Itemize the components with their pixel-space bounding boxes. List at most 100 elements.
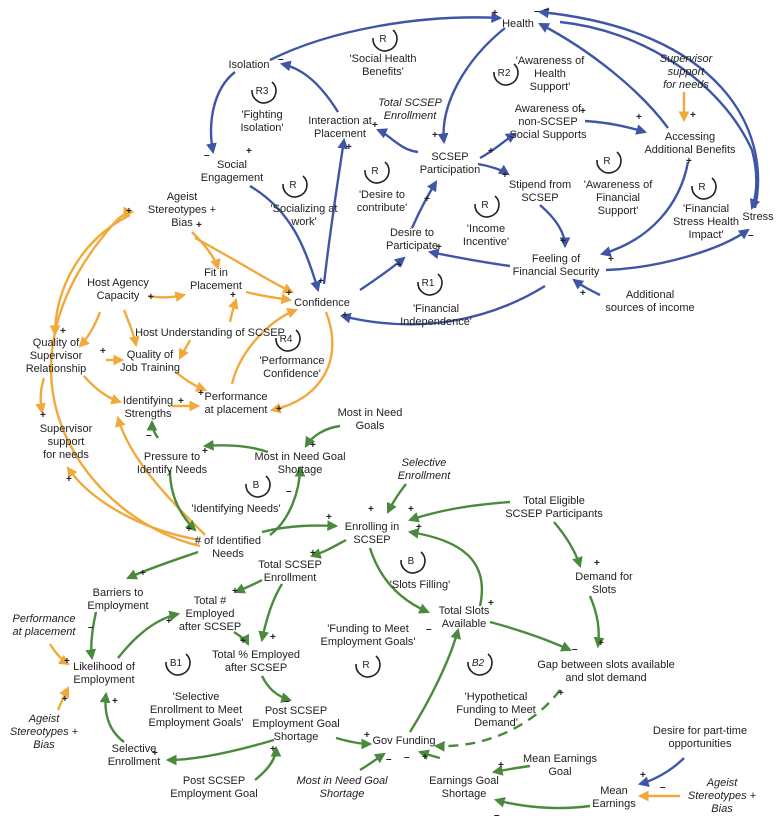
edge-interaction-isolation	[279, 60, 340, 113]
polarity-mark: +	[112, 696, 118, 707]
polarity-mark: +	[502, 170, 508, 181]
polarity-mark: +	[178, 396, 184, 407]
polarity-mark: +	[436, 242, 442, 253]
loop-marker-identifying-needs-icon	[245, 475, 271, 498]
polarity-mark: –	[284, 696, 290, 707]
polarity-mark: +	[432, 130, 438, 141]
polarity-mark: +	[40, 410, 46, 421]
polarity-mark: –	[286, 486, 292, 497]
edge-health-participation	[437, 27, 506, 145]
polarity-mark: +	[166, 616, 172, 627]
polarity-mark: +	[152, 748, 158, 759]
edge-desire-participation	[410, 180, 438, 229]
polarity-mark: –	[88, 622, 94, 633]
polarity-mark: –	[572, 644, 578, 655]
polarity-mark: +	[580, 288, 586, 299]
loop-marker-b1-icon	[165, 653, 191, 676]
polarity-mark: +	[690, 110, 696, 121]
polarity-mark: +	[608, 254, 614, 265]
edge-quality-supervisor-strengths	[83, 375, 123, 405]
edge-security-desire	[427, 248, 511, 268]
edge-needs-supervisor-support	[66, 466, 201, 542]
loop-markers	[165, 29, 717, 678]
edge-social-engagement-confidence	[249, 184, 321, 293]
loop-id: R	[289, 180, 296, 191]
polarity-mark: –	[494, 810, 500, 821]
polarity-mark: +	[408, 504, 414, 515]
loop-marker-b2-icon	[467, 653, 493, 676]
loop-marker-income-icon	[474, 195, 500, 218]
edge-earnings-shortage-gov	[417, 749, 441, 760]
edge-isolation-health	[269, 12, 503, 62]
edge-confidence-interaction	[322, 137, 349, 285]
edge-perf-italic-likelihood	[48, 643, 70, 666]
edge-understanding-fit	[228, 297, 239, 323]
loop-marker-funding-goals-icon	[355, 655, 381, 678]
edge-needs-barriers	[126, 550, 199, 580]
blue-edges	[206, 7, 761, 787]
polarity-mark: +	[594, 558, 600, 569]
loop-marker-r3-icon	[251, 81, 277, 104]
loop-id: B	[253, 480, 260, 491]
polarity-mark: –	[660, 782, 666, 793]
polarity-mark: –	[146, 430, 152, 441]
polarity-mark: –	[534, 6, 540, 17]
edge-post-goal-shortage	[254, 745, 282, 781]
loop-id: R	[698, 182, 705, 193]
loop-name-identifying-needs: 'Identifying Needs'	[191, 503, 280, 515]
polarity-mark: +	[196, 220, 202, 231]
polarity-mark: +	[326, 512, 332, 523]
edge-stipend-security	[539, 204, 571, 249]
node-host-understanding: Host Understanding of SCSEP	[135, 327, 285, 339]
edge-participation-stipend	[477, 162, 510, 176]
polarity-mark: +	[636, 112, 642, 123]
edge-accessing-health	[538, 22, 669, 129]
polarity-mark: +	[270, 632, 276, 643]
polarity-mark: +	[396, 260, 402, 271]
loop-id: R	[481, 200, 488, 211]
polarity-mark: +	[416, 522, 422, 533]
node-stress: Stress	[742, 211, 774, 223]
edge-confidence-desire	[359, 256, 406, 291]
polarity-mark: +	[580, 106, 586, 117]
polarity-mark: +	[198, 388, 204, 399]
edge-pressure-strengths	[146, 419, 159, 439]
edge-pressure-needs	[168, 469, 197, 532]
edge-most-italic-gov	[359, 752, 386, 772]
edge-quality-supervisor-support	[35, 377, 46, 415]
polarity-mark: +	[364, 730, 370, 741]
edge-capacity-quality-supervisor	[78, 311, 102, 348]
edge-ageist-italic-likelihood	[56, 686, 70, 711]
edge-shortage-pressure	[202, 439, 269, 454]
polarity-mark: +	[558, 688, 564, 699]
edge-stress-health	[537, 7, 760, 209]
loop-id: B	[408, 556, 415, 567]
edge-eligible-enrolling	[407, 500, 511, 523]
polarity-mark: –	[748, 230, 754, 241]
polarity-mark: +	[186, 524, 192, 535]
edge-eligible-demand	[553, 521, 583, 569]
edge-participation-interaction	[376, 128, 419, 154]
loop-id: R2	[498, 68, 511, 79]
loop-id: B1	[170, 658, 183, 669]
loop-id: R1	[422, 278, 435, 289]
loop-id: R	[379, 34, 386, 45]
loop-marker-social-health-icon	[372, 29, 398, 52]
edge-likelihood-employed	[117, 610, 181, 659]
loop-marker-awareness-financial-icon	[596, 151, 622, 174]
polarity-mark: +	[342, 310, 348, 321]
